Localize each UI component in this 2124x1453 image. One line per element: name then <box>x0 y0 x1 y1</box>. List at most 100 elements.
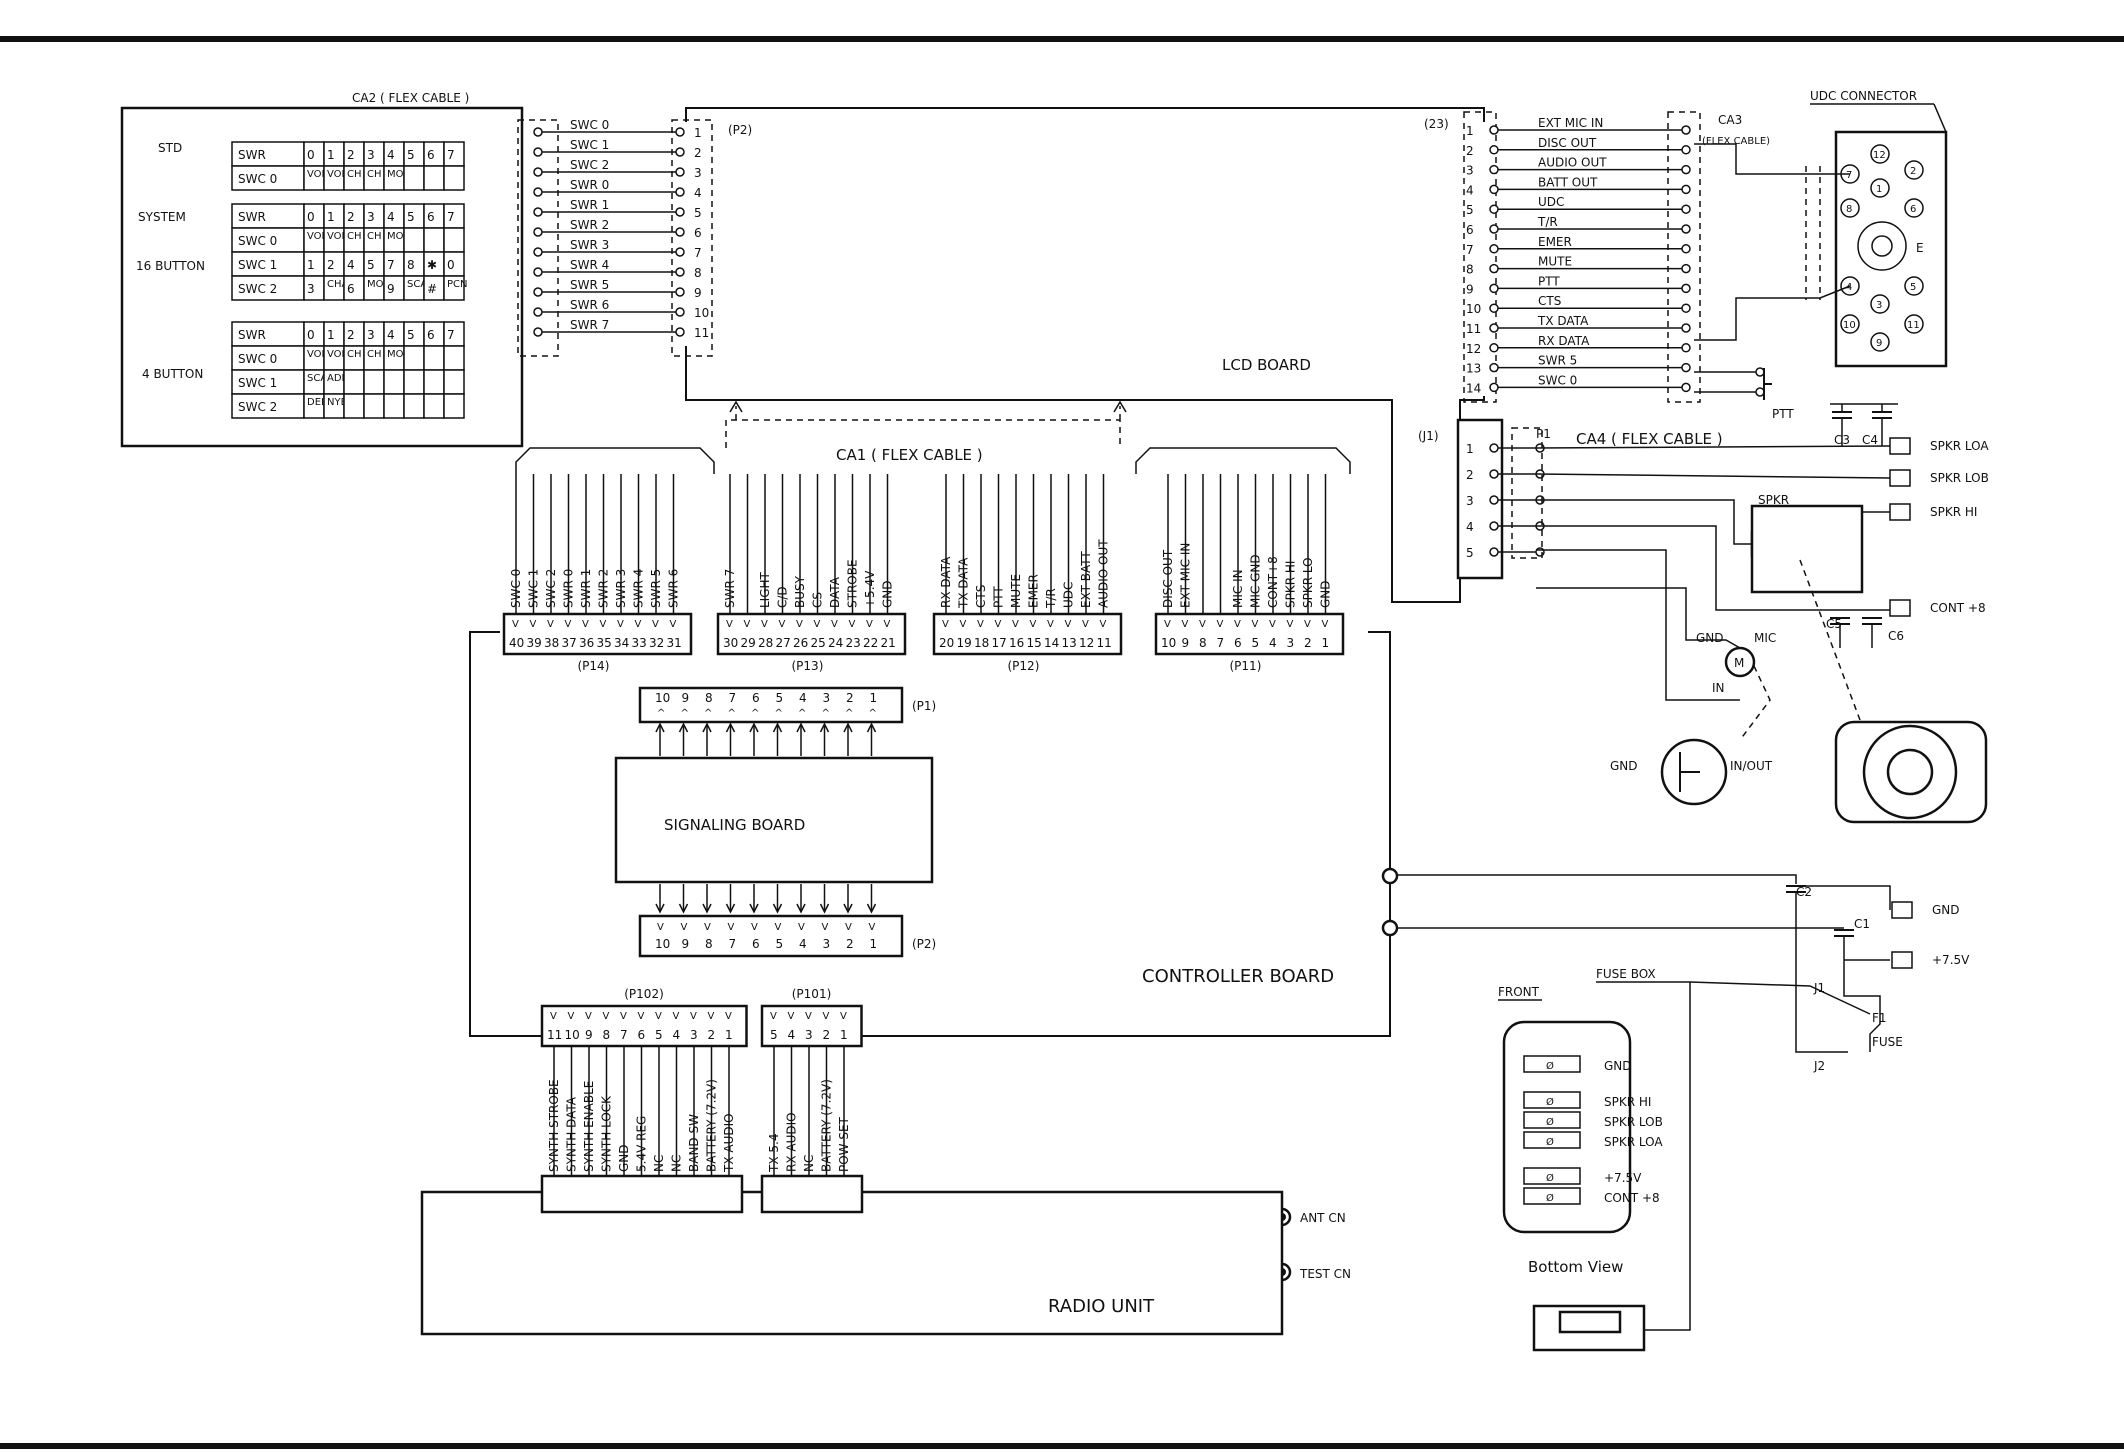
header-chevron: V <box>1030 619 1037 630</box>
sig-chevron: ^ <box>822 708 830 719</box>
ca2-line-label: SWC 1 <box>570 138 609 152</box>
p23-pin-number: 9 <box>1466 282 1474 296</box>
sig-chevron: V <box>845 922 852 933</box>
p23-pin <box>1489 204 1499 214</box>
sig-arrow-up <box>866 722 877 733</box>
keypad-cell <box>343 369 365 395</box>
header-pin-number: 13 <box>1062 636 1077 650</box>
p23-pin <box>1489 184 1499 195</box>
ca3-line-label: T/R <box>1537 215 1558 229</box>
sig-arrow-down <box>655 903 665 914</box>
header-signal-label: EXT MIC IN <box>1179 543 1193 608</box>
p2-pin <box>675 127 685 137</box>
ca2-label: CA2 ( FLEX CABLE ) <box>352 91 469 105</box>
header-signal-label: BAND SW <box>687 1114 701 1172</box>
header-chevron: V <box>1100 619 1107 630</box>
ca3-line-label: CTS <box>1538 294 1561 308</box>
p23-pin-number: 12 <box>1466 342 1481 356</box>
keypad-cell-text: 6 <box>347 282 355 296</box>
sig-chevron: V <box>822 922 829 933</box>
header-pin-number: 4 <box>1269 636 1277 650</box>
header-chevron: V <box>977 619 984 630</box>
bottom-view-label: Bottom View <box>1528 1258 1623 1276</box>
keypad-cell-text: 1 <box>327 210 335 224</box>
sig-arrow-up <box>702 722 712 733</box>
keypad-cell-text: 4 <box>347 258 355 272</box>
header-chevron: V <box>814 619 821 630</box>
udc-pin-label: 12 <box>1873 150 1886 161</box>
udc-pin <box>1870 294 1890 314</box>
spkr-hi-label: SPKR HI <box>1930 505 1977 519</box>
header-pin-number: 8 <box>603 1028 611 1042</box>
udc-pin <box>1870 332 1890 352</box>
fuse-box-slot <box>1523 1111 1581 1129</box>
ca3-pin <box>1681 125 1691 135</box>
ca3-pin <box>1681 184 1691 195</box>
ca2-line-label: SWC 0 <box>570 118 609 132</box>
keypad-cell-text: SCAN <box>407 279 435 290</box>
ca3-line-label: DISC OUT <box>1538 136 1597 150</box>
header-pin-number: 20 <box>939 636 954 650</box>
p23-pin <box>1489 283 1499 294</box>
header-signal-label: DISC OUT <box>1161 549 1175 608</box>
header-signal-label: GND <box>881 580 895 608</box>
header-pin-number: 22 <box>863 636 878 650</box>
sig-arrow-up <box>819 722 830 733</box>
ca3-line-label: TX DATA <box>1537 314 1589 328</box>
p23-pin-number: 2 <box>1466 144 1474 158</box>
header-signal-label: SWC 2 <box>544 569 558 608</box>
keypad-cell <box>423 165 445 191</box>
header-pin-number: 28 <box>758 636 773 650</box>
sig-arrow-up <box>655 722 665 733</box>
header-chevron: V <box>1287 619 1294 630</box>
udc-pin-label: 8 <box>1846 204 1852 215</box>
header-signal-label: SWR 3 <box>614 569 628 608</box>
p2-pin-number: 9 <box>694 286 702 300</box>
keypad-row-head <box>231 227 305 253</box>
header-pin-number: 3 <box>690 1028 698 1042</box>
j1-label: (J1) <box>1418 429 1439 443</box>
header-chevron: V <box>690 1011 697 1022</box>
header-chevron: V <box>620 1011 627 1022</box>
header-pin-number: 14 <box>1044 636 1059 650</box>
keypad-cell-text: MODE <box>367 279 398 290</box>
sig-chevron: V <box>657 922 664 933</box>
header-pin-number: 24 <box>828 636 843 650</box>
keypad-cell-text: DEL <box>307 397 327 408</box>
keypad-cell <box>363 393 385 419</box>
header-pin-number: 30 <box>723 636 738 650</box>
p2-pin <box>675 247 685 257</box>
keypad-cell-text: VOL <box>307 349 328 360</box>
top-rule <box>0 36 2124 42</box>
j1-pin-number: 4 <box>1466 520 1474 534</box>
header-pin-number: 2 <box>1304 636 1312 650</box>
sig-p1-label: (P1) <box>912 699 936 713</box>
header-chevron: V <box>770 1011 777 1022</box>
header-pin-number: 36 <box>579 636 594 650</box>
gnd-terminal-label: GND <box>1932 903 1960 917</box>
header-label: (P11) <box>1230 659 1262 673</box>
header-chevron: V <box>884 619 891 630</box>
keypad-cell-text: 7 <box>447 210 455 224</box>
p2-pin <box>675 207 685 217</box>
header-body <box>1154 612 1345 656</box>
header-chevron: V <box>655 1011 662 1022</box>
sig-p2-pin: 2 <box>846 937 854 951</box>
lcd-board-outline <box>685 107 1485 603</box>
header-pin-number: 4 <box>788 1028 796 1042</box>
sig-p2-pin: 7 <box>729 937 737 951</box>
p2-pin <box>675 167 685 177</box>
p2-pin-number: 8 <box>694 266 702 280</box>
header-pin-number: 27 <box>776 636 791 650</box>
keypad-cell-text: 4 <box>387 148 395 162</box>
header-signal-label: C/D <box>776 586 790 608</box>
ca2-pin <box>533 207 543 217</box>
sig-chevron: ^ <box>751 708 759 719</box>
udc-pin-label: 4 <box>1846 282 1852 293</box>
ca3-pin <box>1681 164 1691 175</box>
btn4-label: 4 BUTTON <box>142 367 203 381</box>
ca2-pin <box>533 267 543 277</box>
keypad-cell-text: 3 <box>367 328 375 342</box>
header-signal-label: STROBE <box>846 559 860 608</box>
